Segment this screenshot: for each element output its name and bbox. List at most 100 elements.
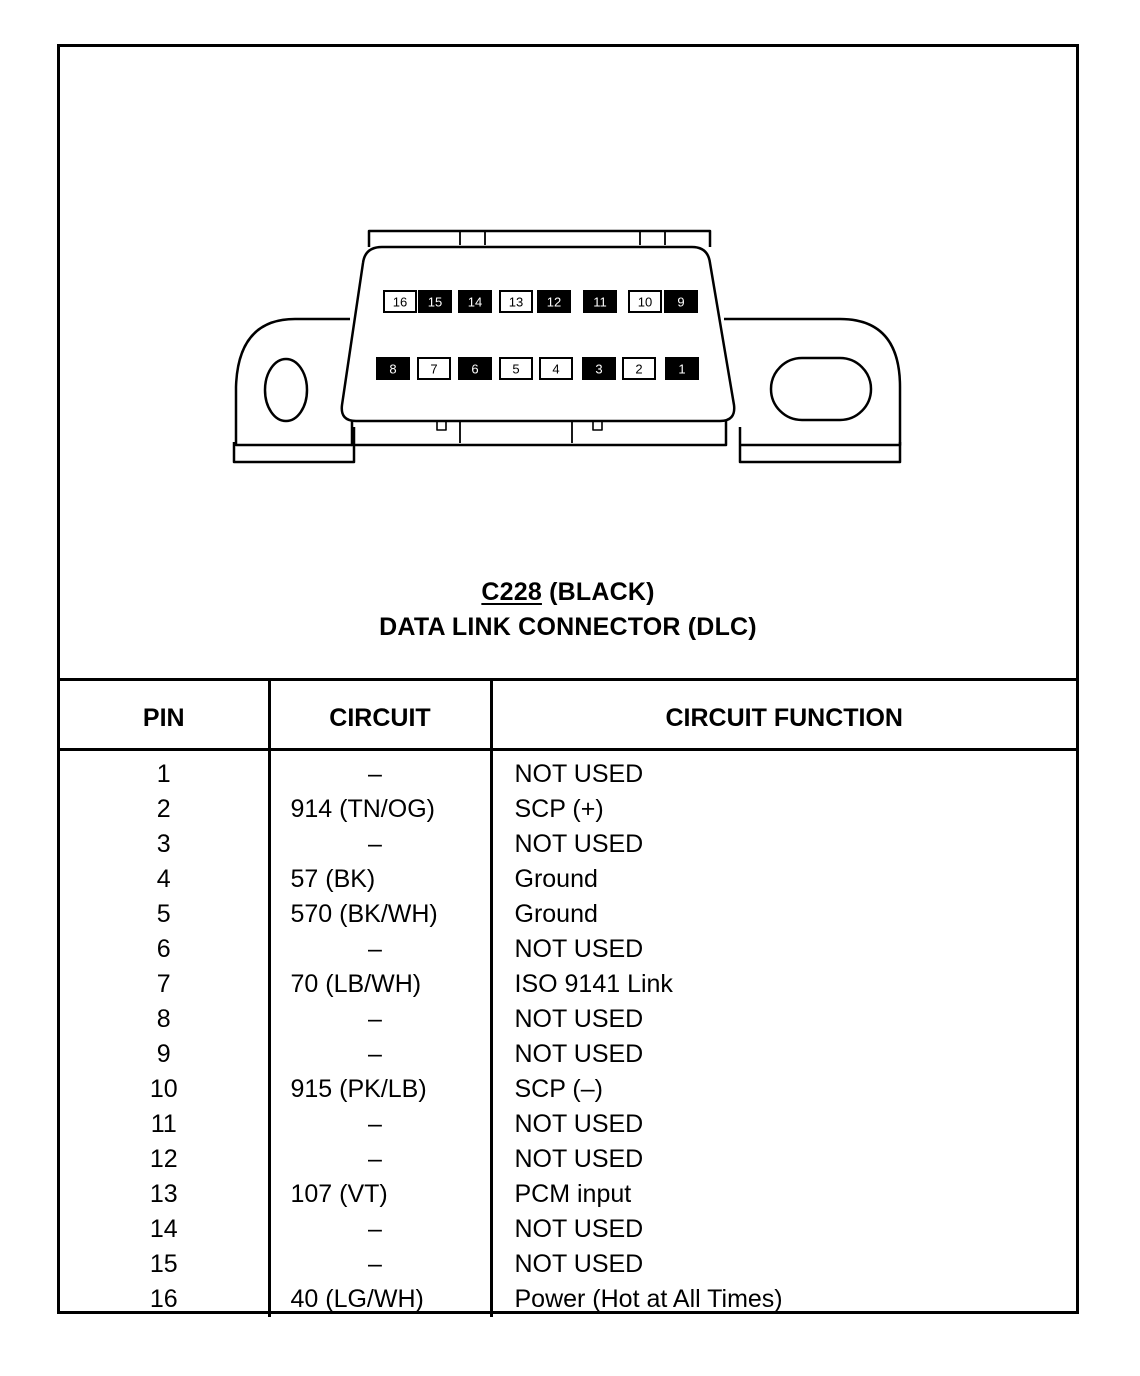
- function-cell: NOT USED: [489, 1107, 1076, 1142]
- circuit-cell: –: [267, 1142, 491, 1177]
- pin-6: 6: [458, 357, 492, 380]
- right-mount-hole: [769, 356, 873, 422]
- function-cell: NOT USED: [489, 1212, 1076, 1247]
- pin-socket: [383, 290, 417, 313]
- pin-12: 12: [537, 290, 571, 313]
- table-row: 15–NOT USED: [60, 1247, 1076, 1282]
- header-pin: PIN: [60, 678, 269, 751]
- pin-row-bottom: 8 7 6 5 4 3 2 1: [376, 357, 699, 380]
- circuit-cell: –: [267, 1037, 491, 1072]
- function-cell: Ground: [489, 897, 1076, 932]
- pin-number-label: 14: [468, 295, 482, 310]
- circuit-cell: –: [267, 1002, 491, 1037]
- function-cell: PCM input: [489, 1177, 1076, 1212]
- circuit-cell: 57 (BK): [267, 862, 491, 897]
- pin-socket: [622, 357, 656, 380]
- pin-7: 7: [417, 357, 451, 380]
- circuit-cell: –: [267, 749, 491, 792]
- pin-number-label: 13: [509, 295, 523, 310]
- table-row: 1–NOT USED: [60, 749, 1076, 792]
- pin-number-label: 10: [638, 295, 652, 310]
- circuit-cell: 570 (BK/WH): [267, 897, 491, 932]
- pin-number-label: 6: [471, 362, 478, 377]
- pin-socket: [458, 357, 492, 380]
- function-cell: SCP (–): [489, 1072, 1076, 1107]
- pin-number-label: 9: [677, 295, 684, 310]
- function-cell: NOT USED: [489, 932, 1076, 967]
- pin-number-label: 2: [635, 362, 642, 377]
- circuit-cell: 40 (LG/WH): [267, 1282, 491, 1317]
- table-row: 11 –NOT USED: [60, 1107, 1076, 1142]
- circuit-cell: 914 (TN/OG): [267, 792, 491, 827]
- pin-cell: 8: [156, 1005, 171, 1033]
- pin-number-label: 7: [430, 362, 437, 377]
- pin-13: 13: [499, 290, 533, 313]
- table-row: 14 –NOT USED: [60, 1212, 1076, 1247]
- pin-socket: [628, 290, 662, 313]
- pin-cell: 13: [149, 1180, 178, 1208]
- pin-10: 10: [628, 290, 662, 313]
- function-cell: NOT USED: [489, 1002, 1076, 1037]
- dlc-connector-drawing: 16 15 14 13 12 11 10 9 8 7 6 5 4 3 2 1: [232, 229, 902, 464]
- connector-title: DATA LINK CONNECTOR (DLC): [379, 613, 757, 641]
- pin-number-label: 15: [428, 295, 442, 310]
- pin-cell: 10: [149, 1075, 178, 1103]
- circuit-cell: –: [267, 1212, 491, 1247]
- pin-cell: 1: [156, 760, 171, 788]
- pin-number-label: 1: [678, 362, 685, 377]
- pin-11: 11: [583, 290, 617, 313]
- circuit-cell: –: [267, 932, 491, 967]
- table-row: 3–NOT USED: [60, 827, 1076, 862]
- pin-socket: [582, 357, 616, 380]
- circuit-cell: –: [267, 1107, 491, 1142]
- table-row: 5 570 (BK/WH)Ground: [60, 897, 1076, 932]
- pin-socket: [665, 357, 699, 380]
- pin-1: 1: [665, 357, 699, 380]
- pin-socket: [499, 290, 533, 313]
- function-cell: NOT USED: [489, 827, 1076, 862]
- connector-diagram: 16 15 14 13 12 11 10 9 8 7 6 5 4 3 2 1 C228 (BLACK) DA…: [60, 47, 1076, 677]
- function-cell: NOT USED: [489, 1247, 1076, 1282]
- pin-socket: [458, 290, 492, 313]
- pin-cell: 11: [150, 1110, 177, 1138]
- pin-socket: [537, 290, 571, 313]
- pin-8: 8: [376, 357, 410, 380]
- table-row: 8 –NOT USED: [60, 1002, 1076, 1037]
- table-header-row: PIN CIRCUIT CIRCUIT FUNCTION: [60, 678, 1076, 751]
- pin-cell: 2: [156, 795, 171, 823]
- connector-top-tab: [367, 229, 712, 247]
- pin-16: 16: [383, 290, 417, 313]
- pin-socket: [417, 357, 451, 380]
- pin-cell: 5: [156, 900, 171, 928]
- pin-number-label: 11: [593, 295, 607, 310]
- pin-4: 4: [539, 357, 573, 380]
- pin-15: 15: [418, 290, 452, 313]
- pin-number-label: 3: [595, 362, 602, 377]
- left-mounting-ear: [234, 317, 352, 447]
- connector-body: [340, 245, 736, 423]
- pin-number-label: 5: [512, 362, 519, 377]
- pin-number-label: 4: [552, 362, 559, 377]
- connector-base: [350, 421, 728, 447]
- pin-socket: [499, 357, 533, 380]
- circuit-cell: –: [267, 827, 491, 862]
- connector-color: (BLACK): [549, 578, 655, 606]
- function-cell: SCP (+): [489, 792, 1076, 827]
- circuit-cell: 70 (LB/WH): [267, 967, 491, 1002]
- pin-cell: 4: [156, 865, 171, 893]
- connector-caption: C228 (BLACK): [60, 578, 1076, 607]
- pin-socket: [376, 357, 410, 380]
- table-row: 6–NOT USED: [60, 932, 1076, 967]
- pin-row-top: 16 15 14 13 12 11 10 9: [383, 290, 698, 313]
- pin-socket: [664, 290, 698, 313]
- pin-9: 9: [664, 290, 698, 313]
- function-cell: Power (Hot at All Times): [489, 1282, 1076, 1317]
- pin-cell: 14: [149, 1215, 178, 1243]
- pin-number-label: 8: [389, 362, 396, 377]
